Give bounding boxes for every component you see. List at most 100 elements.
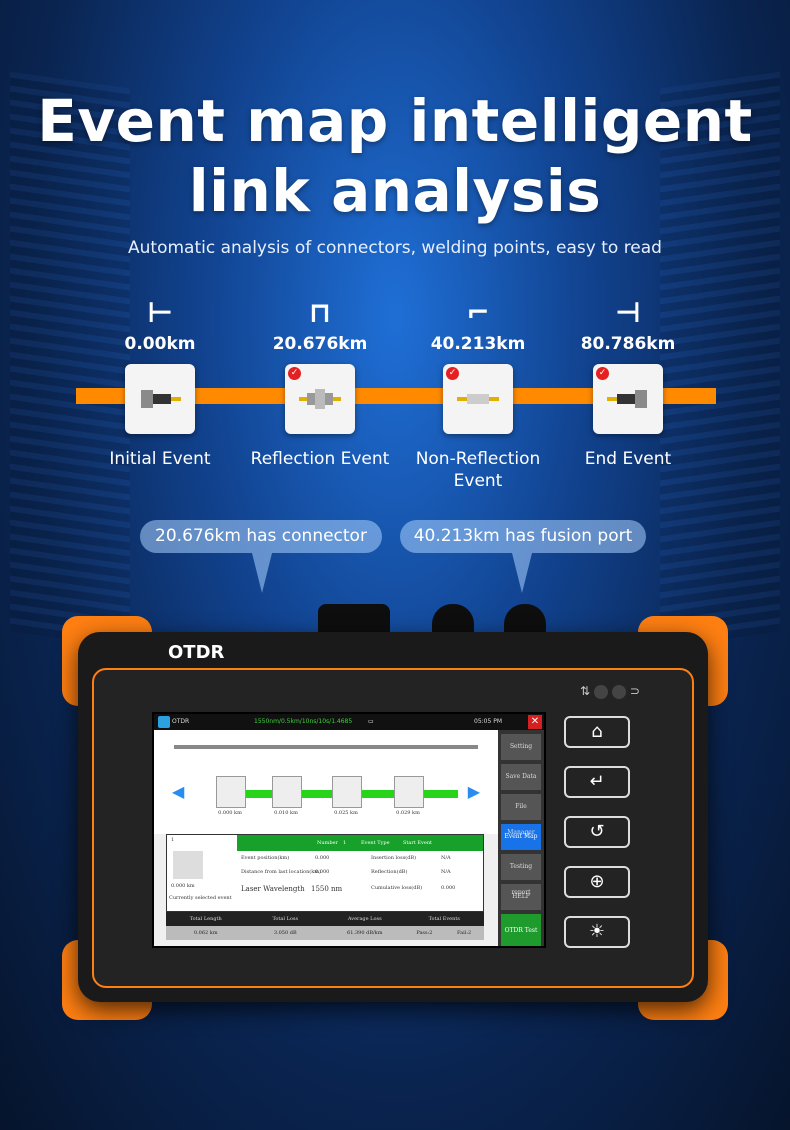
th-number-val: 1: [343, 840, 347, 846]
event-number: 1: [171, 837, 175, 843]
subtitle: Automatic analysis of connectors, weldin…: [128, 238, 662, 258]
menu-event-map[interactable]: Event Map: [501, 824, 541, 850]
battery-icon: ▭: [368, 718, 374, 725]
zoom-icon: ⊕: [589, 871, 605, 892]
cell: 0.000: [441, 885, 456, 891]
check-badge-icon: ✓: [596, 367, 609, 380]
map-event[interactable]: [394, 776, 424, 808]
summary-table: Total Length Total Loss Average Loss Tot…: [166, 912, 484, 942]
callout-fusion: 40.213km has fusion port: [400, 520, 646, 593]
reflection-event-symbol-icon: ⊓: [308, 296, 332, 329]
sum-val: 0.062 km: [193, 930, 218, 936]
led: [612, 684, 627, 699]
brightness-button[interactable]: ☀: [564, 916, 630, 948]
status-bar: OTDR 1550nm/0.5km/10ns/10s/1.4685 ▭ 05:0…: [154, 714, 544, 730]
cell: N/A: [441, 869, 451, 875]
map-event[interactable]: [332, 776, 362, 808]
prev-arrow-icon[interactable]: ◀: [172, 782, 185, 801]
sum-val: 61.390 dB/km: [347, 930, 383, 936]
menu-save-data[interactable]: Save Data: [501, 764, 541, 790]
headline-line2: link analysis: [188, 157, 602, 225]
next-arrow-icon[interactable]: ▶: [467, 782, 480, 801]
home-icon: ⌂: [591, 721, 603, 742]
summary-values: 0.062 km 3.050 dB 61.390 dB/km Pass:2 Fa…: [166, 926, 484, 940]
connector-card: ✓: [285, 364, 355, 434]
check-badge-icon: ✓: [446, 367, 459, 380]
sum-val: Fail:2: [457, 930, 472, 936]
connector-icon: [141, 390, 181, 408]
menu-setting[interactable]: Setting: [501, 734, 541, 760]
sum-head: Average Loss: [347, 916, 382, 922]
th-type-val: Start Event: [403, 840, 433, 846]
map-label: 0.029 km: [396, 810, 420, 816]
headline: Event map intelligent link analysis: [0, 86, 790, 226]
home-button[interactable]: ⌂: [564, 716, 630, 748]
map-event[interactable]: [216, 776, 246, 808]
close-icon[interactable]: ✕: [528, 715, 542, 729]
table-row: Laser Wavelength 1550 nm Cumulative loss…: [241, 885, 479, 893]
connector-card: [125, 364, 195, 434]
clock: 05:05 PM: [474, 718, 502, 725]
cell: Cumulative loss(dB): [371, 885, 423, 891]
enter-icon: ↵: [589, 771, 605, 792]
side-menu: Setting Save Data File Manager Event Map…: [498, 730, 544, 946]
brightness-icon: ☀: [588, 921, 606, 942]
adapter-icon: [299, 389, 341, 409]
initial-event-symbol-icon: ⊢: [147, 296, 173, 329]
device-brand: OTDR: [168, 642, 225, 663]
sum-val: Pass:2: [416, 930, 433, 936]
sum-head: Total Length: [189, 916, 222, 922]
menu-help[interactable]: HELP: [501, 884, 541, 910]
end-event-symbol-icon: ⊣: [615, 296, 641, 329]
status-leds: ⇅ ⊃: [580, 684, 640, 699]
fusion-splice-icon: [457, 394, 499, 404]
non-reflection-event-symbol-icon: ⌐: [466, 296, 490, 329]
cell: 1550 nm: [311, 885, 343, 893]
cell: Reflection(dB): [371, 869, 408, 875]
event-detail-table: 1 0.000 km Currently selected event Numb…: [166, 834, 484, 912]
sum-head: Total Events: [428, 916, 460, 922]
selected-distance: 0.000 km: [171, 883, 195, 889]
status-params: 1550nm/0.5km/10ns/10s/1.4685: [254, 718, 353, 725]
event-map: ◀ ▶ 0.000 km 0.010 km 0.025 km 0.029 km: [154, 730, 498, 834]
cell: Insertion loss(dB): [371, 855, 417, 861]
app-name: OTDR: [172, 718, 190, 725]
table-header: Number 1 Event Type Start Event: [237, 835, 483, 851]
map-label: 0.000 km: [218, 810, 242, 816]
connector-card: ✓: [593, 364, 663, 434]
power-icon: ⊃: [629, 684, 640, 698]
connector-thumb-icon: [173, 851, 203, 879]
menu-otdr-test[interactable]: OTDR Test: [501, 914, 541, 946]
back-button[interactable]: ↺: [564, 816, 630, 848]
event-name: Reflection Event: [250, 449, 390, 469]
enter-button[interactable]: ↵: [564, 766, 630, 798]
event-distance: 80.786km: [580, 334, 676, 354]
cell: Distance from last location(km): [241, 869, 321, 875]
map-event[interactable]: [272, 776, 302, 808]
trace-overview: [174, 745, 478, 749]
back-icon: ↺: [589, 821, 605, 842]
event-name: Initial Event: [109, 449, 211, 469]
network-icon: ⇅: [580, 684, 591, 698]
event-end: ⊣ 80.786km ✓ End Event: [548, 296, 708, 470]
connector-icon: [607, 390, 647, 408]
cell: 0.000: [315, 855, 330, 861]
sum-val: 3.050 dB: [273, 930, 297, 936]
app-logo-icon: [158, 716, 170, 728]
map-label: 0.025 km: [334, 810, 358, 816]
fiber-track: [76, 388, 716, 404]
event-distance: 0.00km: [124, 334, 196, 354]
menu-file-manager[interactable]: File Manager: [501, 794, 541, 836]
menu-testing-report[interactable]: Testing report: [501, 854, 541, 896]
callout-connector: 20.676km has connector: [140, 520, 382, 593]
zoom-button[interactable]: ⊕: [564, 866, 630, 898]
led: [594, 684, 609, 699]
headline-line1: Event map intelligent: [37, 87, 753, 155]
event-non-reflection: ⌐ 40.213km ✓ Non-Reflection Event: [398, 296, 558, 492]
check-badge-icon: ✓: [288, 367, 301, 380]
event-distance: 20.676km: [272, 334, 368, 354]
cell: Event position(km): [241, 855, 290, 861]
event-name: End Event: [584, 449, 672, 469]
table-row: Distance from last location(km) 0.000 Re…: [241, 869, 479, 875]
